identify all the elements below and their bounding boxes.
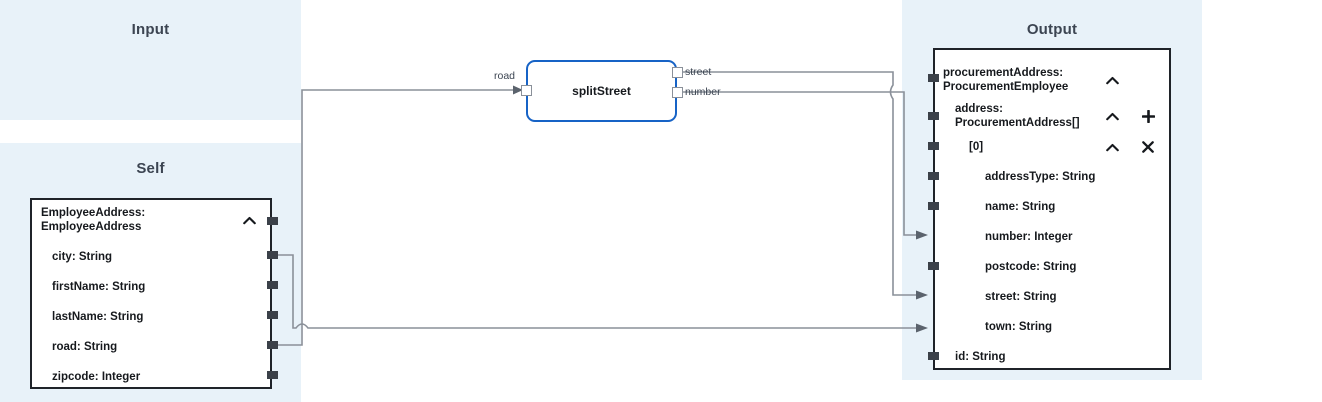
self-field-lastname-label: lastName: String (52, 311, 144, 323)
output-row-index-0-label: [0] (969, 141, 984, 153)
chevron-up-icon[interactable] (1105, 73, 1119, 87)
output-row-town[interactable]: town: String (935, 320, 1169, 334)
self-field-city-label: city: String (52, 251, 113, 263)
output-port-name[interactable] (928, 202, 939, 210)
output-row-procurementaddress[interactable]: procurementAddress: ProcurementEmployee (935, 66, 1169, 94)
self-port-road[interactable] (267, 341, 278, 349)
output-port-id[interactable] (928, 352, 939, 360)
function-port-label-road: road (494, 70, 516, 82)
output-port-address[interactable] (928, 112, 939, 120)
function-port-label-street: street (685, 66, 712, 78)
self-field-zipcode[interactable]: zipcode: Integer (32, 370, 270, 384)
output-row-address-label: address: ProcurementAddress[] (955, 103, 1080, 129)
function-node-title: splitStreet (572, 84, 631, 98)
output-port-postcode[interactable] (928, 262, 939, 270)
lane-self-title: Self (136, 160, 165, 177)
lane-input: Input (0, 0, 301, 120)
output-port-addresstype[interactable] (928, 172, 939, 180)
output-row-number-label: number: Integer (985, 231, 1073, 243)
output-row-addresstype[interactable]: addressType: String (935, 170, 1169, 184)
self-field-city[interactable]: city: String (32, 250, 270, 264)
output-row-index-0[interactable]: [0] (935, 140, 1169, 154)
self-port-firstname[interactable] (267, 281, 278, 289)
output-row-addresstype-label: addressType: String (985, 171, 1096, 183)
function-node-splitstreet[interactable]: splitStreet (526, 60, 677, 122)
spacer-icon (1141, 73, 1155, 87)
lane-input-title: Input (131, 21, 170, 38)
self-field-lastname[interactable]: lastName: String (32, 310, 270, 324)
close-icon[interactable] (1141, 140, 1155, 154)
output-row-town-label: town: String (985, 321, 1053, 333)
output-node[interactable]: procurementAddress: ProcurementEmployee … (933, 48, 1171, 370)
self-field-road[interactable]: road: String (32, 340, 270, 354)
chevron-up-icon[interactable] (1105, 109, 1119, 123)
chevron-up-icon[interactable] (1105, 140, 1119, 154)
chevron-up-icon[interactable] (242, 213, 256, 227)
wire-city-to-output (272, 254, 916, 329)
output-row-address[interactable]: address: ProcurementAddress[] (935, 102, 1169, 130)
output-row-street[interactable]: street: String (935, 290, 1169, 304)
wire-road-to-splitstreet (272, 89, 513, 346)
plus-icon[interactable] (1141, 109, 1155, 123)
self-field-firstname-label: firstName: String (52, 281, 146, 293)
self-port-header[interactable] (267, 217, 278, 225)
output-port-index-0[interactable] (928, 142, 939, 150)
output-port-procurementaddress[interactable] (928, 74, 939, 82)
lane-output-title: Output (1026, 21, 1078, 38)
output-row-postcode-label: postcode: String (985, 261, 1077, 273)
self-field-road-label: road: String (52, 341, 118, 353)
output-row-name-label: name: String (985, 201, 1056, 213)
self-field-zipcode-label: zipcode: Integer (52, 371, 141, 383)
output-row-id[interactable]: id: String (935, 350, 1169, 364)
output-row-id-label: id: String (955, 351, 1006, 363)
output-row-name[interactable]: name: String (935, 200, 1169, 214)
output-row-procurementaddress-label: procurementAddress: ProcurementEmployee (943, 67, 1069, 93)
function-output-port-street[interactable] (672, 67, 683, 78)
self-port-zipcode[interactable] (267, 371, 278, 379)
wire-street-to-output (683, 71, 916, 296)
function-input-port-road[interactable] (521, 85, 532, 96)
output-row-number[interactable]: number: Integer (935, 230, 1169, 244)
self-node-header: EmployeeAddress: EmployeeAddress (32, 206, 270, 234)
output-row-postcode[interactable]: postcode: String (935, 260, 1169, 274)
self-node[interactable]: EmployeeAddress: EmployeeAddress city: S… (30, 198, 272, 389)
wire-number-to-output (683, 91, 916, 236)
self-port-lastname[interactable] (267, 311, 278, 319)
self-field-firstname[interactable]: firstName: String (32, 280, 270, 294)
output-row-street-label: street: String (985, 291, 1057, 303)
self-node-header-label: EmployeeAddress: EmployeeAddress (41, 207, 146, 233)
self-port-city[interactable] (267, 251, 278, 259)
function-output-port-number[interactable] (672, 87, 683, 98)
function-port-label-number: number (685, 86, 721, 98)
